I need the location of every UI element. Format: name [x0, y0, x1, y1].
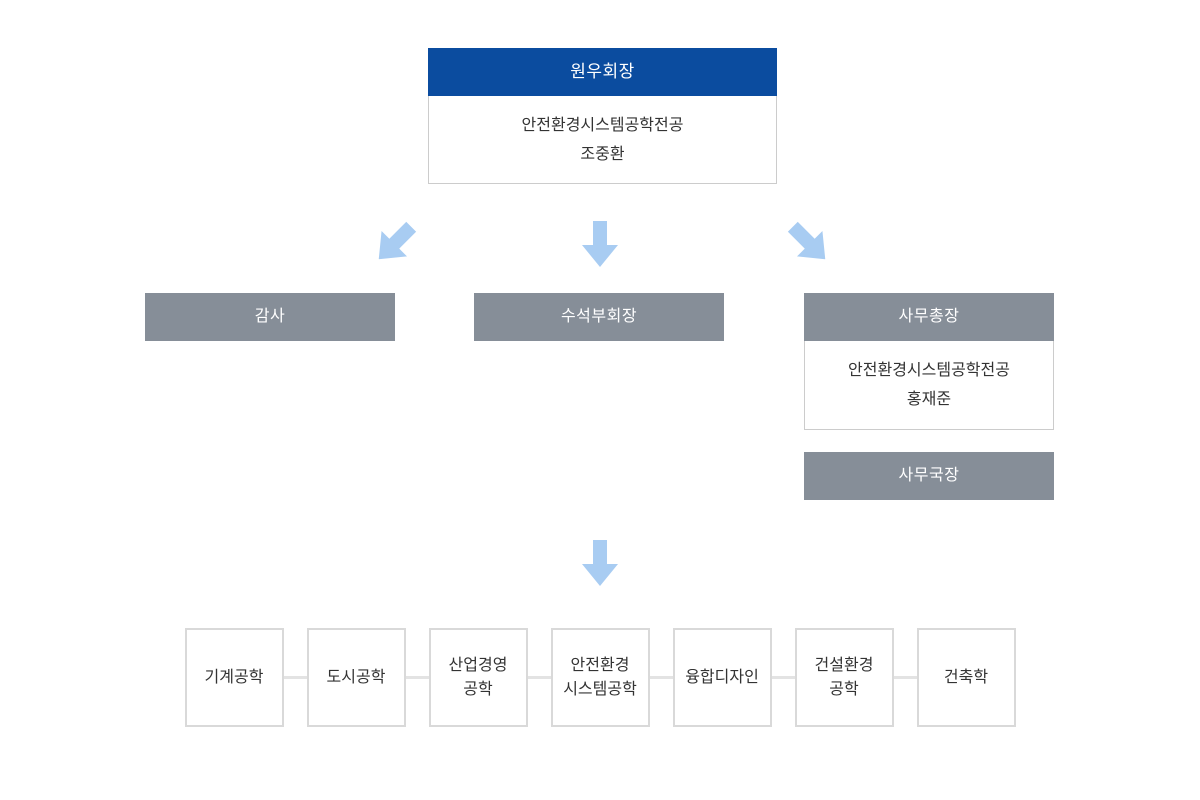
dept-box-safety-environment-systems: 안전환경 시스템공학 [550, 628, 650, 727]
secretary-general-department: 안전환경시스템공학전공 [848, 362, 1010, 379]
auditor-box: 감사 [145, 293, 395, 341]
president-box: 원우회장 안전환경시스템공학전공 조중환 [428, 48, 777, 184]
dept-connector [893, 676, 917, 679]
dept-connector [527, 676, 551, 679]
dept-connector [771, 676, 795, 679]
dept-box-convergence-design: 융합디자인 [672, 628, 772, 727]
vice-president-box: 수석부회장 [474, 293, 724, 341]
president-body: 안전환경시스템공학전공 조중환 [428, 96, 777, 184]
arrow-down-left-icon [366, 214, 424, 272]
arrow-down-right-icon [780, 214, 838, 272]
secretary-general-box: 사무총장 [804, 293, 1054, 341]
president-name: 조중환 [580, 145, 625, 163]
president-department: 안전환경시스템공학전공 [521, 116, 684, 134]
secretary-general-name: 홍재준 [906, 391, 952, 408]
dept-box-architecture: 건축학 [916, 628, 1016, 727]
arrow-down-icon [582, 540, 618, 586]
dept-connector [649, 676, 673, 679]
dept-box-civil-environment: 건설환경 공학 [794, 628, 894, 727]
dept-connector [283, 676, 307, 679]
dept-box-urban: 도시공학 [306, 628, 406, 727]
arrow-down-icon [582, 221, 618, 267]
secretary-general-body: 안전환경시스템공학전공 홍재준 [804, 341, 1054, 430]
dept-connector [405, 676, 429, 679]
dept-box-industrial-management: 산업경영 공학 [428, 628, 528, 727]
secretary-director-box: 사무국장 [804, 452, 1054, 500]
president-title: 원우회장 [428, 48, 777, 96]
dept-box-mechanical: 기계공학 [184, 628, 284, 727]
departments-row: 기계공학 도시공학 산업경영 공학 안전환경 시스템공학 융합디자인 건설환경 … [0, 628, 1200, 727]
